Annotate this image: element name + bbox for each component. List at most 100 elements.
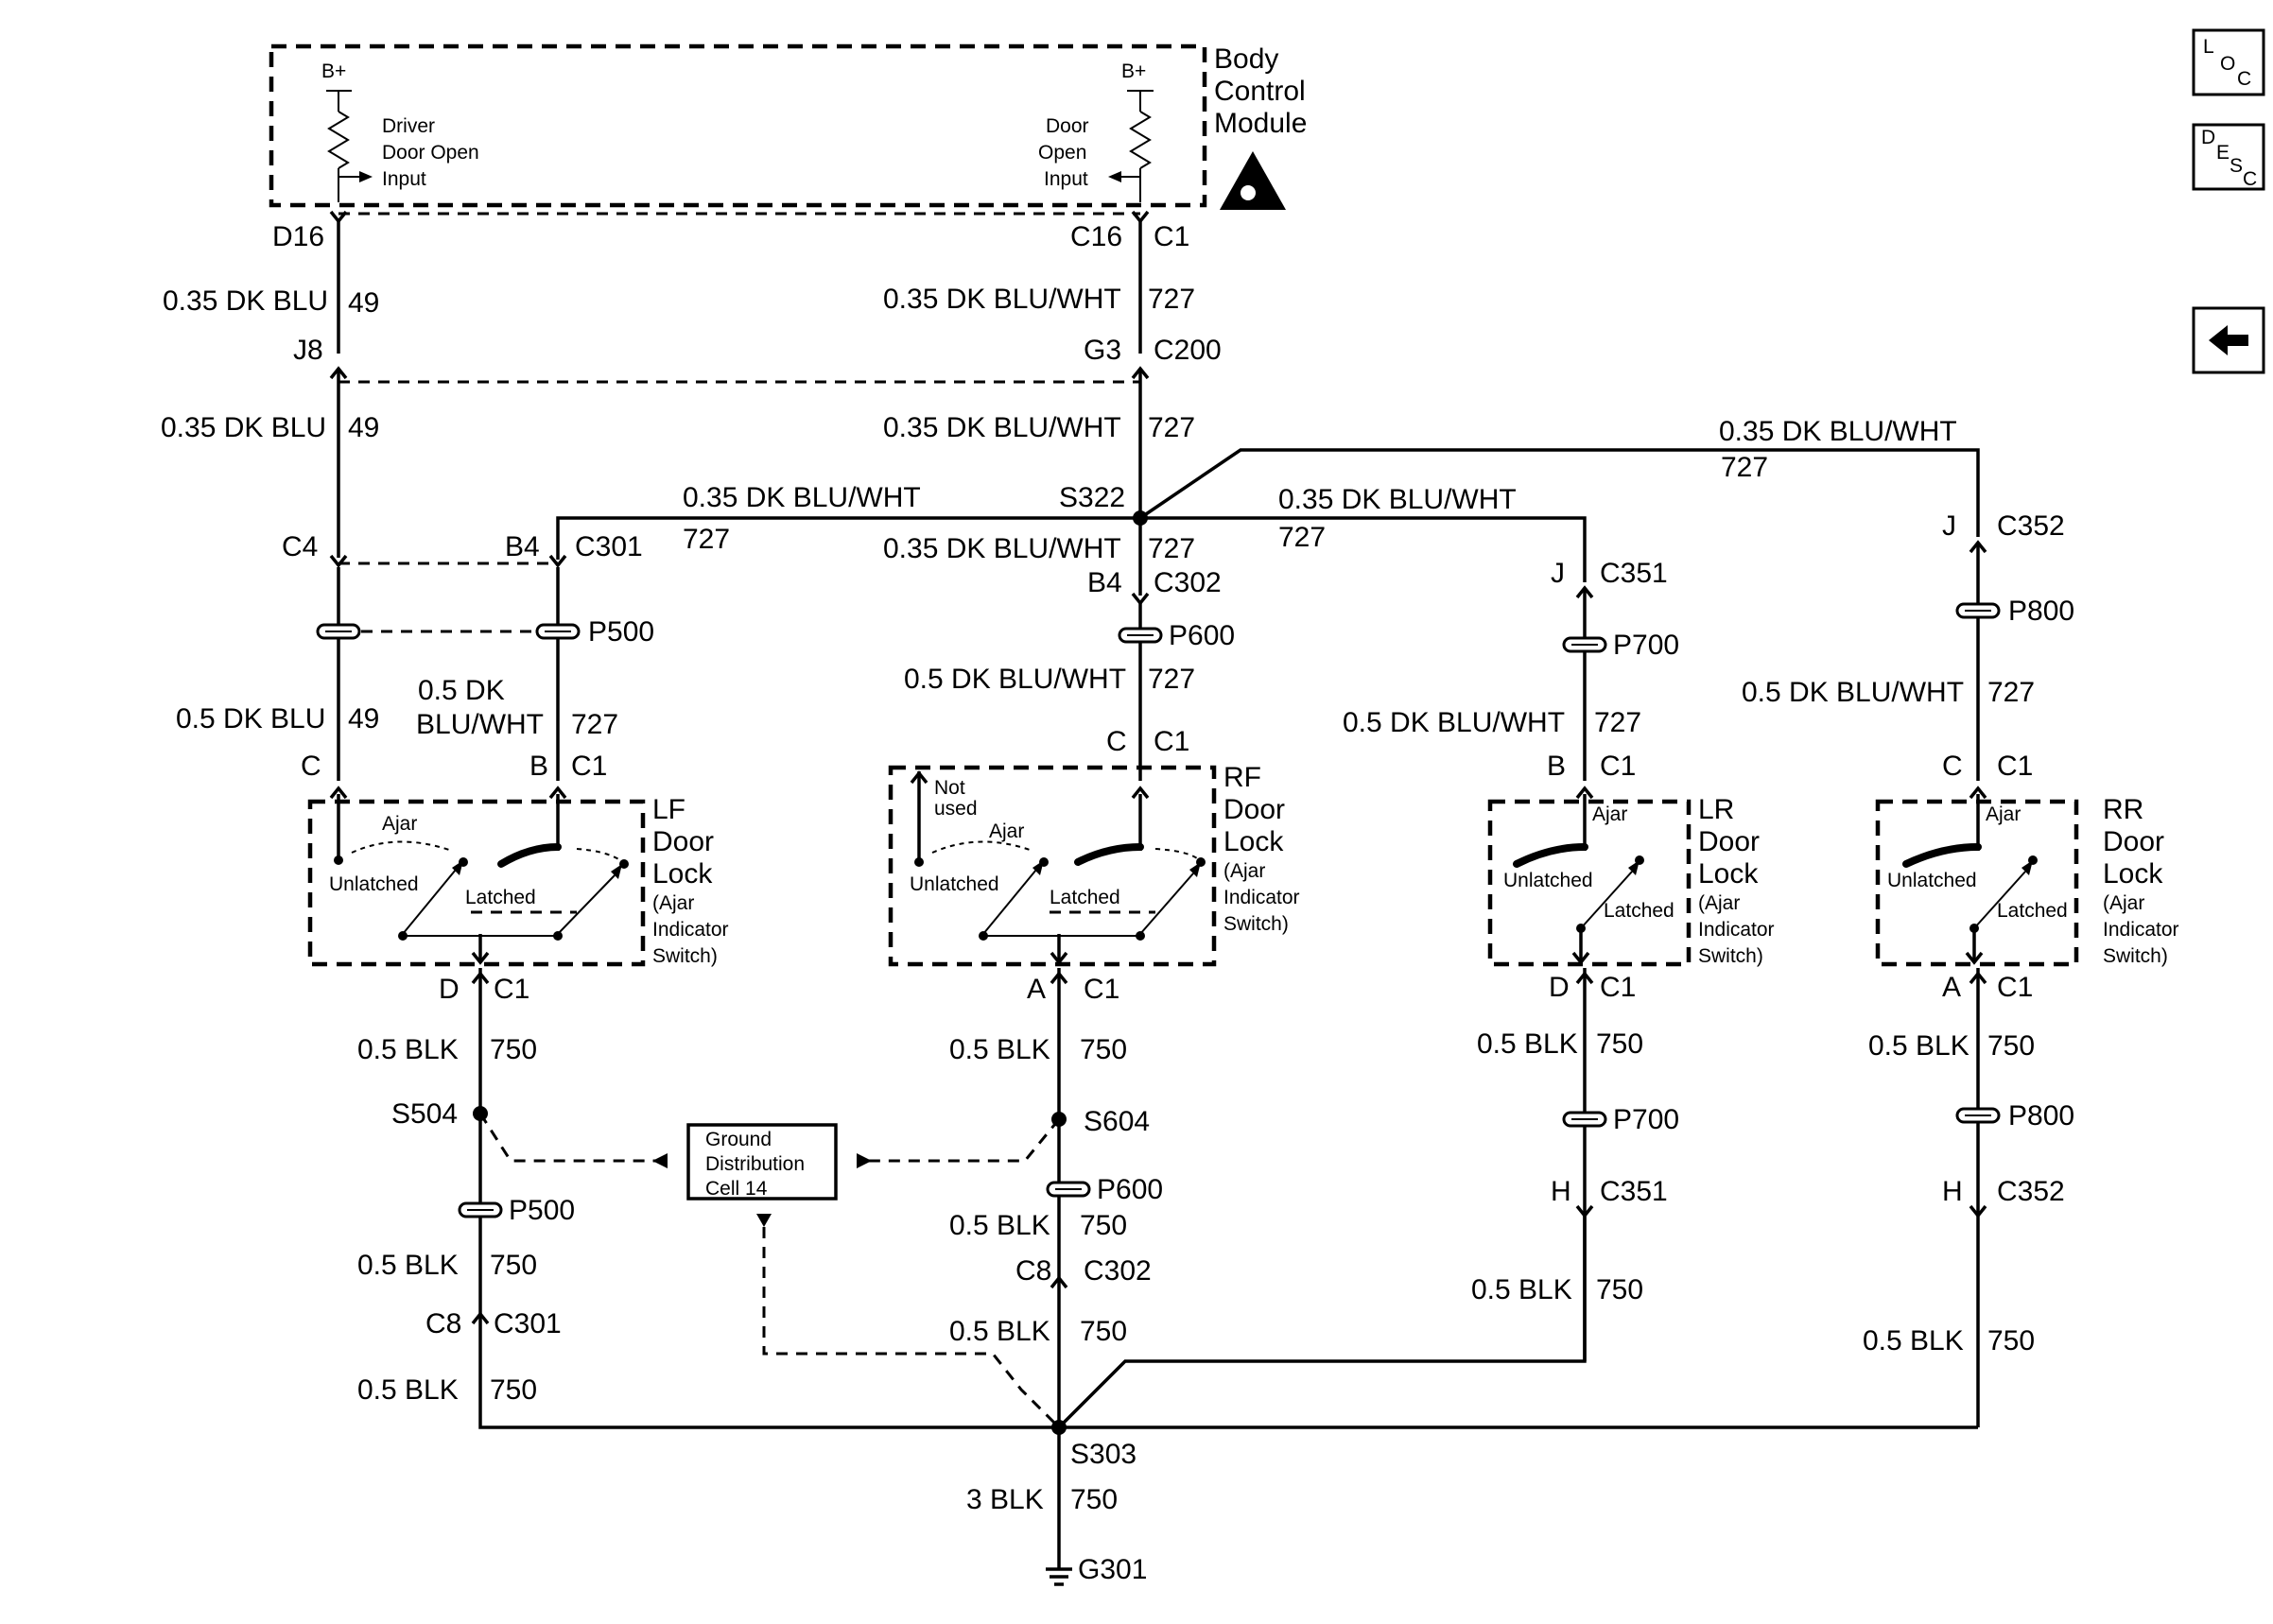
pin-c8: C8 xyxy=(1015,1255,1051,1287)
pin-c351: C351 xyxy=(1600,558,1668,589)
diagram-label: Switch) xyxy=(2103,945,2168,967)
wire-color: 0.35 DK BLU/WHT xyxy=(1278,484,1517,515)
wire-color: 0.5 DK BLU/WHT xyxy=(1742,677,1964,708)
diagram-label: O xyxy=(2220,53,2235,75)
diagram-label: Unlatched xyxy=(1887,870,1977,891)
pin-c1: C1 xyxy=(494,974,529,1005)
diagram-label: E xyxy=(2216,142,2230,164)
connector-label: P500 xyxy=(509,1195,575,1226)
bcm-title-3: Module xyxy=(1214,108,1307,139)
circuit-number: 727 xyxy=(1148,412,1195,443)
circuit-number: 727 xyxy=(1148,284,1195,315)
ground-distribution-cell-box[interactable] xyxy=(686,1123,838,1201)
pin-c1: C1 xyxy=(1084,974,1119,1005)
gdc-line-3: Cell 14 xyxy=(705,1178,768,1200)
wire-color: 0.5 DK BLU/WHT xyxy=(904,664,1126,695)
diagram-label: Lock xyxy=(1698,858,1759,890)
bcm-left-input-2: Door Open xyxy=(382,142,479,164)
circuit-number: 727 xyxy=(683,524,730,555)
diagram-label: LR xyxy=(1698,794,1734,825)
back-button[interactable] xyxy=(2192,306,2265,374)
wire-color: 0.35 DK BLU/WHT xyxy=(683,482,921,513)
bplus-label: B+ xyxy=(1121,60,1146,82)
wire-color: 0.5 BLK xyxy=(357,1250,459,1281)
esd-warning-icon xyxy=(1220,151,1286,210)
diagram-label: D xyxy=(2201,127,2215,148)
diagram-label: Switch) xyxy=(1698,945,1763,967)
gdc-line-1: Ground xyxy=(705,1129,772,1150)
diagram-label: Latched xyxy=(1050,887,1120,908)
circuit-number: 727 xyxy=(1594,707,1641,738)
connector-label: P700 xyxy=(1613,630,1679,661)
pin-c1: C1 xyxy=(1154,221,1189,252)
wire-color: 0.35 DK BLU/WHT xyxy=(883,412,1121,443)
pin-c: C xyxy=(1942,751,1963,782)
wire-color: 0.35 DK BLU xyxy=(163,285,328,317)
circuit-number: 750 xyxy=(1987,1030,2035,1062)
diagram-label: Indicator xyxy=(1223,887,1300,908)
wire-color: 0.5 DK xyxy=(418,675,505,706)
splice-label: G301 xyxy=(1078,1554,1147,1585)
diagram-label: Ajar xyxy=(382,813,417,835)
diagram-label: (Ajar xyxy=(2103,892,2144,914)
wire-color: 0.35 DK BLU/WHT xyxy=(1719,416,1957,447)
connector-label: P500 xyxy=(588,616,654,648)
diagram-label: C xyxy=(2243,168,2257,190)
diagram-label: Ajar xyxy=(1986,803,2021,825)
diagram-label: Indicator xyxy=(2103,919,2179,941)
pin-d: D xyxy=(1549,972,1570,1003)
splice-label: S322 xyxy=(1059,482,1125,513)
pin-c301: C301 xyxy=(494,1308,562,1339)
resistor-icon xyxy=(1130,111,1151,169)
pin-h: H xyxy=(1551,1176,1571,1207)
pin-c302: C302 xyxy=(1084,1255,1152,1287)
circuit-number: 727 xyxy=(1148,664,1195,695)
bcm-left-input-3: Input xyxy=(382,168,426,190)
p800-connector-icon xyxy=(1955,1107,2001,1124)
back-arrow-icon xyxy=(2209,325,2248,355)
gdc-line-2: Distribution xyxy=(705,1153,805,1175)
pin-c1: C1 xyxy=(1154,726,1189,757)
location-button[interactable]: LOC xyxy=(2192,28,2265,96)
wire-color: 0.5 BLK xyxy=(1868,1030,1969,1062)
diagram-label: Switch) xyxy=(652,945,718,967)
splice-label: S604 xyxy=(1084,1106,1150,1137)
pin-c301: C301 xyxy=(575,531,643,562)
bcm-title-2: Control xyxy=(1214,76,1306,107)
wire-color: 0.5 BLK xyxy=(949,1034,1050,1065)
ground-icon xyxy=(1046,1567,1072,1586)
splice-label: S303 xyxy=(1070,1439,1136,1470)
bplus-label: B+ xyxy=(321,60,346,82)
connector-label: P600 xyxy=(1097,1174,1163,1205)
pin-d16: D16 xyxy=(272,221,324,252)
diagram-label: RR xyxy=(2103,794,2143,825)
wire-color: 0.5 BLK xyxy=(949,1210,1050,1241)
circuit-number: 750 xyxy=(1080,1034,1127,1065)
circuit-number: 750 xyxy=(490,1034,537,1065)
pin-j8: J8 xyxy=(293,335,323,366)
circuit-number: 727 xyxy=(571,709,618,740)
circuit-number: 49 xyxy=(348,287,379,319)
bcm-right-input-2: Open xyxy=(1038,142,1086,164)
diagram-label: Lock xyxy=(2103,858,2163,890)
diagram-label: Switch) xyxy=(1223,913,1289,935)
pin-c302: C302 xyxy=(1154,567,1222,598)
diagram-label: LF xyxy=(652,794,685,825)
diagram-label: Lock xyxy=(652,858,713,890)
wire-color: 0.5 BLK xyxy=(949,1316,1050,1347)
diagram-label: Unlatched xyxy=(910,873,999,895)
diagram-label: used xyxy=(934,798,978,820)
wire-color: 0.35 DK BLU xyxy=(161,412,326,443)
pin-j: J xyxy=(1551,558,1565,589)
bcm-title-1: Body xyxy=(1214,43,1278,75)
wire-color: 0.5 BLK xyxy=(357,1374,459,1406)
diagram-label: RF xyxy=(1223,762,1261,793)
circuit-number: 49 xyxy=(348,412,379,443)
p500-connector-icon xyxy=(316,623,361,640)
connector-label: P600 xyxy=(1169,620,1235,651)
pin-b: B xyxy=(1547,751,1566,782)
